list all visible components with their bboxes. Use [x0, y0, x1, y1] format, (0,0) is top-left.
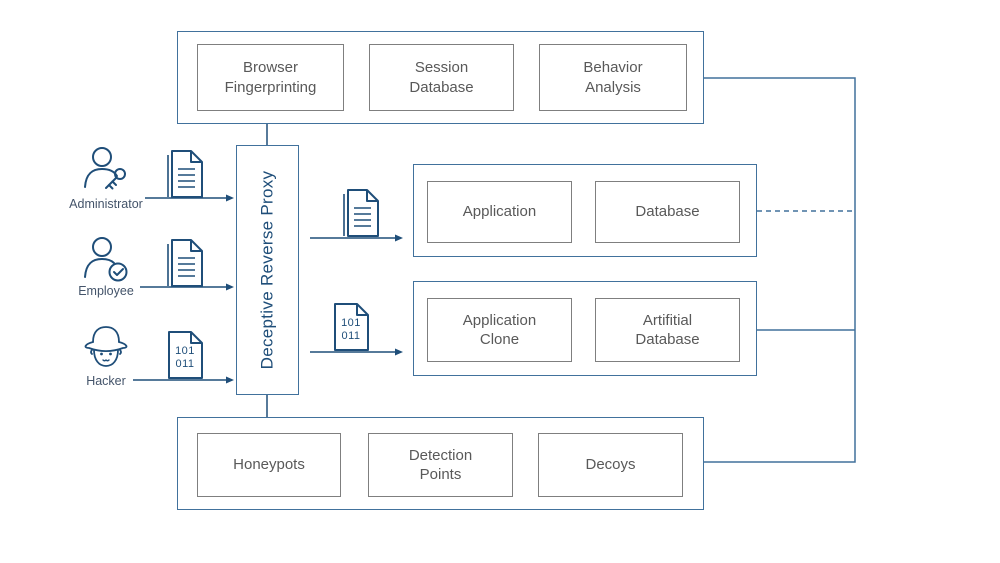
application-box: Application	[427, 181, 572, 243]
employee-label: Employee	[78, 284, 134, 298]
proxy-binary-text: 101 011	[341, 317, 361, 343]
honeypots-label: Honeypots	[233, 456, 305, 474]
decoys-box: Decoys	[538, 433, 683, 497]
administrator-user-icon	[78, 145, 134, 199]
hacker-icon	[80, 322, 132, 378]
artifitial-database-label: Artifitial Database	[635, 311, 700, 349]
detection-points-label: Detection Points	[408, 446, 473, 484]
application-label: Application	[462, 203, 537, 221]
administrator-label: Administrator	[69, 197, 143, 211]
employee-document-icon	[160, 238, 206, 288]
hacker-binary-text: 101 011	[175, 345, 195, 371]
hacker-label: Hacker	[86, 374, 126, 388]
application-clone-label: Application Clone	[462, 311, 537, 349]
proxy-binary-document-icon: 101 011	[330, 302, 372, 352]
deceptive-reverse-proxy-label: Deceptive Reverse Proxy	[257, 170, 277, 370]
hacker-binary-document-icon: 101 011	[164, 330, 206, 380]
connector-monitoring-to-honeypot-loop	[704, 77, 856, 463]
session-database-box: Session Database	[369, 44, 514, 111]
behavior-analysis-label: Behavior Analysis	[583, 59, 643, 96]
honeypots-box: Honeypots	[197, 433, 341, 497]
session-database-label: Session Database	[409, 59, 474, 96]
proxy-forward-document-icon	[336, 188, 382, 238]
detection-points-box: Detection Points	[368, 433, 513, 497]
administrator-document-icon	[160, 149, 206, 199]
behavior-analysis-box: Behavior Analysis	[539, 44, 687, 111]
application-clone-box: Application Clone	[427, 298, 572, 362]
browser-fingerprinting-box: Browser Fingerprinting	[197, 44, 344, 111]
deceptive-reverse-proxy-box: Deceptive Reverse Proxy	[236, 145, 299, 395]
decoys-label: Decoys	[585, 456, 636, 474]
database-box: Database	[595, 181, 740, 243]
database-label: Database	[635, 203, 700, 221]
browser-fingerprinting-label: Browser Fingerprinting	[224, 59, 317, 96]
artifitial-database-box: Artifitial Database	[595, 298, 740, 362]
employee-user-icon	[78, 235, 134, 289]
